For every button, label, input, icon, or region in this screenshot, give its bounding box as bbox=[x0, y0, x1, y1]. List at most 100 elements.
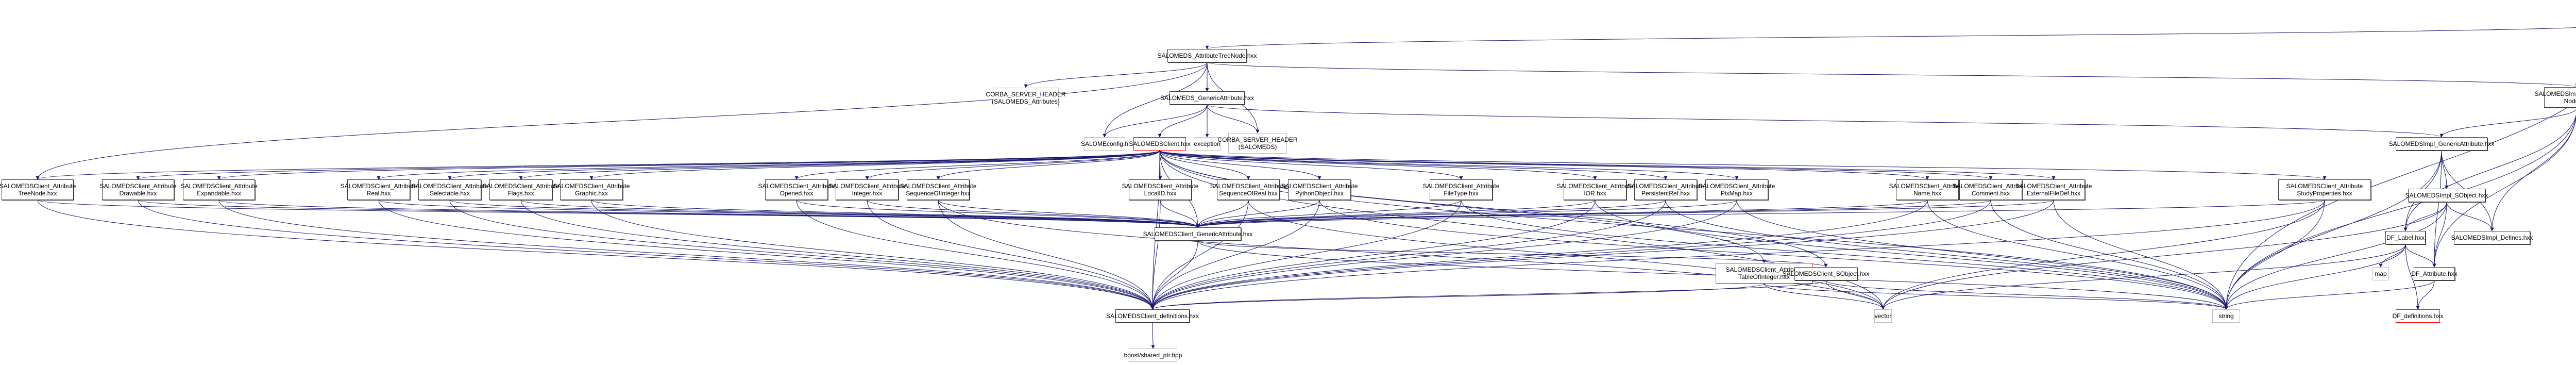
node-c-selectable[interactable]: SALOMEDSClient_Attribute Selectable.hxx bbox=[412, 179, 488, 200]
edge-c_localid-to-c_generic bbox=[1160, 200, 1200, 228]
node-label: SALOMEDSClient_Attribute FileType.hxx bbox=[1422, 182, 1500, 197]
edge-implsobj-to-dfattr bbox=[2432, 202, 2447, 268]
edge-generic-to-client bbox=[1158, 104, 1208, 138]
node-c-seqint[interactable]: SALOMEDSClient_Attribute SequenceOfInteg… bbox=[900, 179, 976, 200]
edge-c_pixmap-to-c_generic bbox=[1196, 200, 1737, 228]
node-corba-s[interactable]: CORBA_SERVER_HEADER (SALOMEDS) bbox=[1217, 133, 1298, 154]
node-label: SALOMEDS_GenericAttribute.hxx bbox=[1160, 94, 1255, 102]
node-implgen[interactable]: SALOMEDSImpl_GenericAttribute.hxx bbox=[2389, 137, 2494, 151]
edge-client-to-c_filetype bbox=[1159, 150, 1463, 180]
node-exception[interactable]: exception bbox=[1194, 137, 1221, 151]
node-c-filetype[interactable]: SALOMEDSClient_Attribute FileType.hxx bbox=[1423, 179, 1499, 200]
node-implsobj[interactable]: SALOMEDSImpl_SObject.hxx bbox=[2405, 189, 2488, 202]
node-label: exception bbox=[1194, 140, 1221, 147]
edge-c_tableint-to-c_defs bbox=[1150, 283, 1765, 310]
edge-generic-to-config bbox=[1103, 104, 1208, 138]
node-c-extfile[interactable]: SALOMEDSClient_Attribute ExternalFileDef… bbox=[2015, 179, 2092, 200]
edge-client-to-c_sobject bbox=[1159, 150, 1828, 268]
edge-c_seqint-to-c_defs bbox=[938, 200, 1155, 310]
node-label: DF_definitions.hxx bbox=[2392, 312, 2444, 320]
edge-c_selectable-to-c_generic bbox=[449, 200, 1200, 228]
edge-c_real-to-c_defs bbox=[378, 200, 1155, 310]
edge-root-to-string bbox=[2224, 102, 2576, 310]
node-c-generic[interactable]: SALOMEDSClient_GenericAttribute.hxx bbox=[1143, 227, 1252, 241]
node-c-comment[interactable]: SALOMEDSClient_Attribute Comment.hxx bbox=[1953, 179, 2029, 200]
node-label: DF_Attribute.hxx bbox=[2411, 270, 2458, 277]
node-vector[interactable]: vector bbox=[1874, 309, 1892, 323]
node-c-real[interactable]: SALOMEDSClient_Attribute Real.hxx bbox=[341, 179, 417, 200]
node-implatn[interactable]: SALOMEDSImpl_AttributeTree Node.hxx bbox=[2535, 87, 2576, 108]
edge-atn-to-corba_attr bbox=[1024, 62, 1208, 88]
node-c-studyprops[interactable]: SALOMEDSClient_Attribute StudyProperties… bbox=[2278, 179, 2371, 200]
edge-client-to-c_python bbox=[1159, 150, 1321, 180]
node-corba-attr[interactable]: CORBA_SERVER_HEADER (SALOMEDS_Attributes… bbox=[986, 88, 1066, 108]
edge-root-to-atn bbox=[1206, 27, 2576, 49]
node-c-drawable[interactable]: SALOMEDSClient_Attribute Drawable.hxx bbox=[99, 179, 177, 200]
node-label: SALOMEDSClient_Attribute PixMap.hxx bbox=[1698, 182, 1775, 197]
node-label: CORBA_SERVER_HEADER (SALOMEDS_Attributes… bbox=[986, 91, 1066, 105]
edge-client-to-string bbox=[1159, 150, 2228, 310]
edge-client-to-c_integer bbox=[865, 150, 1160, 180]
edge-c_sobject-to-string bbox=[1825, 280, 2228, 310]
node-label: SALOMEconfig.h bbox=[1080, 140, 1129, 147]
node-c-seqreal[interactable]: SALOMEDSClient_Attribute SequenceOfReal.… bbox=[1210, 179, 1286, 200]
node-boost[interactable]: boost/shared_ptr.hpp bbox=[1124, 349, 1182, 362]
node-map[interactable]: map bbox=[2372, 267, 2389, 280]
node-label: SALOMEDSClient_Attribute Drawable.hxx bbox=[99, 182, 177, 197]
node-label: SALOMEDSClient_Attribute Comment.hxx bbox=[1952, 182, 2029, 197]
edge-client-to-c_drawable bbox=[136, 150, 1160, 180]
node-c-opened[interactable]: SALOMEDSClient_Attribute Opened.hxx bbox=[758, 179, 835, 200]
node-c-name[interactable]: SALOMEDSClient_Attribute Name.hxx bbox=[1889, 179, 1965, 200]
edge-client-to-c_graphic bbox=[589, 150, 1160, 180]
node-label: SALOMEDSClient_Attribute ExternalFileDef… bbox=[2015, 182, 2092, 197]
edge-client-to-c_name bbox=[1159, 150, 1929, 180]
node-atn[interactable]: SALOMEDS_AttributeTreeNode.hxx bbox=[1158, 49, 1257, 62]
edge-implgen-to-string bbox=[2224, 150, 2442, 310]
node-dfattr[interactable]: DF_Attribute.hxx bbox=[2411, 267, 2458, 280]
node-label: SALOMEDSImpl_Defines.hxx bbox=[2451, 234, 2533, 241]
node-c-localid[interactable]: SALOMEDSClient_Attribute LocalID.hxx bbox=[1122, 179, 1198, 200]
edge-dflabel-to-vector bbox=[1881, 244, 2406, 310]
node-dflabel[interactable]: DF_Label.hxx bbox=[2385, 231, 2426, 244]
node-client[interactable]: SALOMEDSClient.hxx bbox=[1129, 137, 1191, 151]
node-c-graphic[interactable]: SALOMEDSClient_Attribute Graphic.hxx bbox=[553, 179, 630, 200]
edge-client-to-c_persref bbox=[1159, 150, 1668, 180]
node-c-python[interactable]: SALOMEDSClient_Attribute PythonObject.hx… bbox=[1281, 179, 1358, 200]
node-config[interactable]: SALOMEconfig.h bbox=[1080, 137, 1129, 151]
edge-c_flags-to-c_generic bbox=[520, 200, 1200, 228]
edge-c_comment-to-c_defs bbox=[1150, 200, 1991, 310]
node-c-expandable[interactable]: SALOMEDSClient_Attribute Expandable.hxx bbox=[181, 179, 257, 200]
edge-atn-to-c_treenode bbox=[36, 62, 1208, 180]
node-label: SALOMEDSClient_Attribute Real.hxx bbox=[340, 182, 417, 197]
node-label: SALOMEDSClient_Attribute PythonObject.hx… bbox=[1281, 182, 1358, 197]
node-dfdefs[interactable]: DF_definitions.hxx bbox=[2393, 309, 2443, 323]
edge-c_studyprops-to-c_generic bbox=[1196, 200, 2325, 228]
edge-implsobj-to-impldef bbox=[2446, 202, 2494, 231]
node-string[interactable]: string bbox=[2212, 309, 2240, 323]
edge-client-to-c_ior bbox=[1159, 150, 1597, 180]
node-impldef[interactable]: SALOMEDSImpl_Defines.hxx bbox=[2451, 231, 2533, 244]
edge-client-to-c_comment bbox=[1159, 150, 1993, 180]
node-c-sobject[interactable]: SALOMEDSClient_SObject.hxx bbox=[1783, 267, 1869, 280]
edge-implgen-to-dfattr bbox=[2432, 150, 2442, 268]
edge-implatn-to-dflabel bbox=[2403, 114, 2576, 231]
edge-c_selectable-to-c_defs bbox=[449, 200, 1155, 310]
node-c-tableint[interactable]: SALOMEDSClient_Attribute TableOfInteger.… bbox=[1716, 263, 1812, 284]
node-c-flags[interactable]: SALOMEDSClient_Attribute Flags.hxx bbox=[483, 179, 559, 200]
node-c-treenode[interactable]: SALOMEDSClient_Attribute TreeNode.hxx bbox=[0, 179, 76, 200]
edge-atn-to-implatn bbox=[1207, 62, 2576, 88]
edge-c_filetype-to-string bbox=[1461, 200, 2228, 310]
edge-client-to-c_flags bbox=[519, 150, 1160, 180]
edge-dfattr-to-dfdefs bbox=[2416, 280, 2435, 310]
edge-c_expandable-to-c_generic bbox=[218, 200, 1200, 228]
edge-c_comment-to-string bbox=[1990, 200, 2228, 310]
node-c-defs[interactable]: SALOMEDSClient_definitions.hxx bbox=[1106, 309, 1199, 323]
node-c-pixmap[interactable]: SALOMEDSClient_Attribute PixMap.hxx bbox=[1699, 179, 1775, 200]
node-c-persref[interactable]: SALOMEDSClient_Attribute PersistentRef.h… bbox=[1628, 179, 1704, 200]
node-c-integer[interactable]: SALOMEDSClient_Attribute Integer.hxx bbox=[829, 179, 905, 200]
node-label: SALOMEDSClient_Attribute IOR.hxx bbox=[1556, 182, 1634, 197]
node-label: SALOMEDSClient_Attribute TableOfInteger.… bbox=[1725, 266, 1803, 280]
node-c-ior[interactable]: SALOMEDSClient_Attribute IOR.hxx bbox=[1557, 179, 1633, 200]
node-generic[interactable]: SALOMEDS_GenericAttribute.hxx bbox=[1160, 91, 1254, 105]
edge-client-to-c_pixmap bbox=[1159, 150, 1739, 180]
